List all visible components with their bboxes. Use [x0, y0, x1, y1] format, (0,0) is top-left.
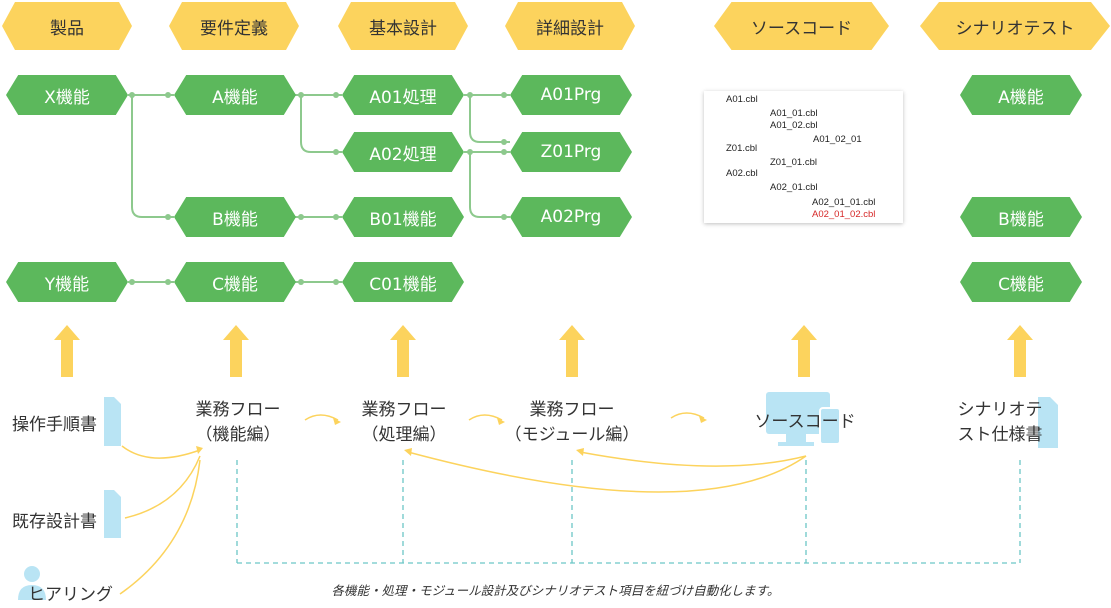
node-test-a-function[interactable]: A機能: [960, 75, 1082, 115]
node-test-b-function[interactable]: B機能: [960, 197, 1082, 237]
flow-function: 業務フロー（機能編）: [195, 400, 281, 445]
up-arrow-icon: [791, 325, 817, 377]
tree-item-highlight: A02_01_02.cbl: [812, 209, 876, 220]
document-icon: [1038, 397, 1058, 448]
header-requirements: 要件定義: [169, 2, 299, 50]
doc-icons: [104, 397, 1058, 538]
input-manual: 操作手順書: [12, 415, 97, 435]
input-curves: [119, 412, 807, 595]
node-a01-process[interactable]: A01処理: [342, 75, 464, 115]
input-existing-design: 既存設計書: [12, 512, 97, 532]
up-arrow-icon: [1007, 325, 1033, 377]
node-x-function[interactable]: X機能: [6, 75, 128, 115]
tree-item: A02.cbl: [726, 168, 758, 179]
header-detail-design: 詳細設計: [505, 2, 635, 50]
node-a02-process[interactable]: A02処理: [342, 132, 464, 172]
flow-process: 業務フロー（処理編）: [361, 400, 447, 445]
node-b-function[interactable]: B機能: [174, 197, 296, 237]
header-basic-design: 基本設計: [338, 2, 468, 50]
document-icon: [104, 490, 121, 538]
caption: 各機能・処理・モジュール設計及びシナリオテスト項目を紐づけ自動化します。: [331, 583, 780, 598]
node-test-c-function[interactable]: C機能: [960, 262, 1082, 302]
source-tree-panel: A01.cbl A01_01.cbl A01_02.cbl A01_02_01 …: [704, 91, 903, 223]
node-y-function[interactable]: Y機能: [6, 262, 128, 302]
flow-scenario-spec: シナリオテスト仕様書: [957, 400, 1043, 445]
tree-item: A02_01.cbl: [770, 182, 818, 193]
tree-item: A01.cbl: [726, 94, 758, 105]
node-c-function[interactable]: C機能: [174, 262, 296, 302]
document-icon: [104, 397, 121, 446]
monitor-icon: [766, 392, 841, 446]
curve-arrowheads: [196, 416, 707, 456]
tree-item: A02_01_01.cbl: [812, 197, 876, 208]
person-icon: [18, 566, 46, 600]
node-z01prg[interactable]: Z01Prg: [510, 132, 632, 172]
node-b01-function[interactable]: B01機能: [342, 197, 464, 237]
tree-item: Z01.cbl: [726, 143, 758, 154]
tree-item: A01_02.cbl: [770, 120, 818, 131]
tree-item: A01_01.cbl: [770, 108, 818, 119]
up-arrow-icon: [390, 325, 416, 377]
node-c01-function[interactable]: C01機能: [342, 262, 464, 302]
connector-dots: [129, 92, 507, 285]
input-hearing: ヒアリング: [28, 585, 113, 605]
flow-module: 業務フロー（モジュール編）: [504, 400, 640, 445]
trace-lines: [236, 460, 1021, 564]
tree-item: Z01_01.cbl: [770, 157, 818, 168]
tree-item: A01_02_01: [813, 134, 862, 145]
header-source-code: ソースコード: [714, 2, 889, 50]
up-arrow-icon: [54, 325, 80, 377]
header-product: 製品: [2, 2, 132, 50]
node-a02prg[interactable]: A02Prg: [510, 197, 632, 237]
node-a01prg[interactable]: A01Prg: [510, 75, 632, 115]
header-scenario-test: シナリオテスト: [920, 2, 1110, 50]
node-connectors: [128, 94, 510, 283]
up-arrow-icon: [559, 325, 585, 377]
up-arrows: [54, 325, 1033, 377]
flow-source-code: ソースコード: [754, 412, 856, 432]
up-arrow-icon: [223, 325, 249, 377]
node-a-function[interactable]: A機能: [174, 75, 296, 115]
